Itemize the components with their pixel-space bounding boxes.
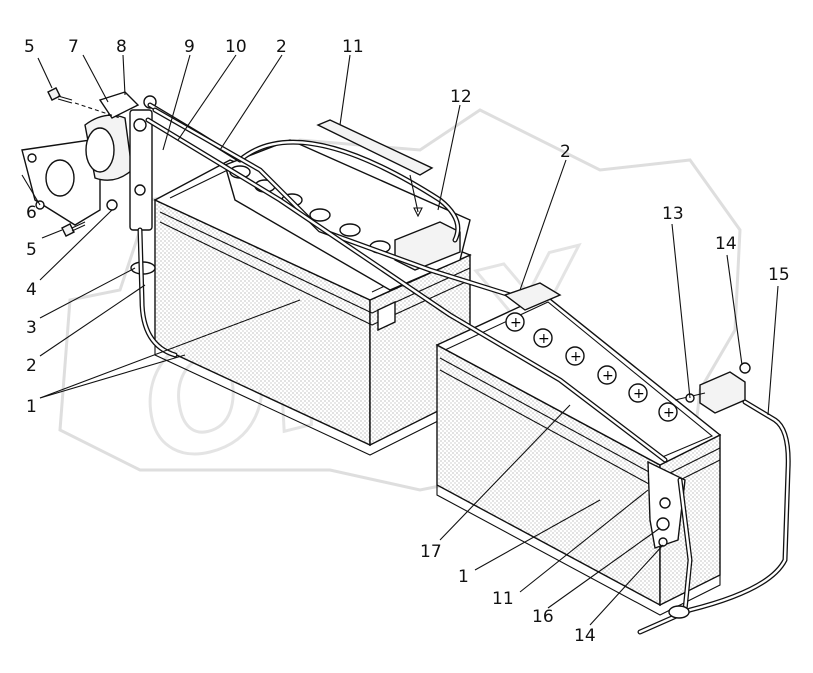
callout-17: 17 [420, 542, 442, 562]
mass-switch-assembly [21, 87, 157, 275]
callout-2: 2 [560, 142, 571, 162]
callout-5: 5 [26, 240, 37, 260]
bolt-5-top [47, 87, 121, 119]
callout-2: 2 [26, 356, 37, 376]
callout-5: 5 [24, 37, 35, 57]
callout-11: 11 [342, 37, 364, 57]
callout-7: 7 [68, 37, 79, 57]
callout-1: 1 [458, 567, 469, 587]
svg-text:+: + [510, 315, 522, 331]
callout-9: 9 [184, 37, 195, 57]
callout-15: 15 [768, 265, 790, 285]
svg-text:+: + [602, 368, 614, 384]
svg-text:+: + [633, 386, 645, 402]
callout-14: 14 [574, 626, 596, 646]
callout-8: 8 [116, 37, 127, 57]
battery-right-plus-caps: + + + + + + [505, 312, 678, 422]
svg-text:+: + [663, 405, 675, 421]
callout-16: 16 [532, 607, 554, 627]
svg-text:+: + [538, 331, 550, 347]
callout-11: 11 [492, 589, 514, 609]
cable-holder-bracket [647, 460, 686, 549]
svg-text:+: + [570, 349, 582, 365]
callout-13: 13 [662, 204, 684, 224]
callout-10: 10 [225, 37, 247, 57]
callout-3: 3 [26, 318, 37, 338]
bolt-5-bottom [61, 221, 86, 237]
callout-12: 12 [450, 87, 472, 107]
battery-right: + + + + + + [435, 294, 751, 616]
callout-14: 14 [715, 234, 737, 254]
cables [137, 102, 791, 635]
callout-2: 2 [276, 37, 287, 57]
callout-1: 1 [26, 397, 37, 417]
leader-lines [21, 54, 779, 626]
callout-6: 6 [26, 203, 37, 223]
callouts: 5 7 8 9 10 2 11 12 2 6 5 4 3 2 1 13 14 1… [24, 37, 790, 646]
callout-4: 4 [26, 280, 37, 300]
